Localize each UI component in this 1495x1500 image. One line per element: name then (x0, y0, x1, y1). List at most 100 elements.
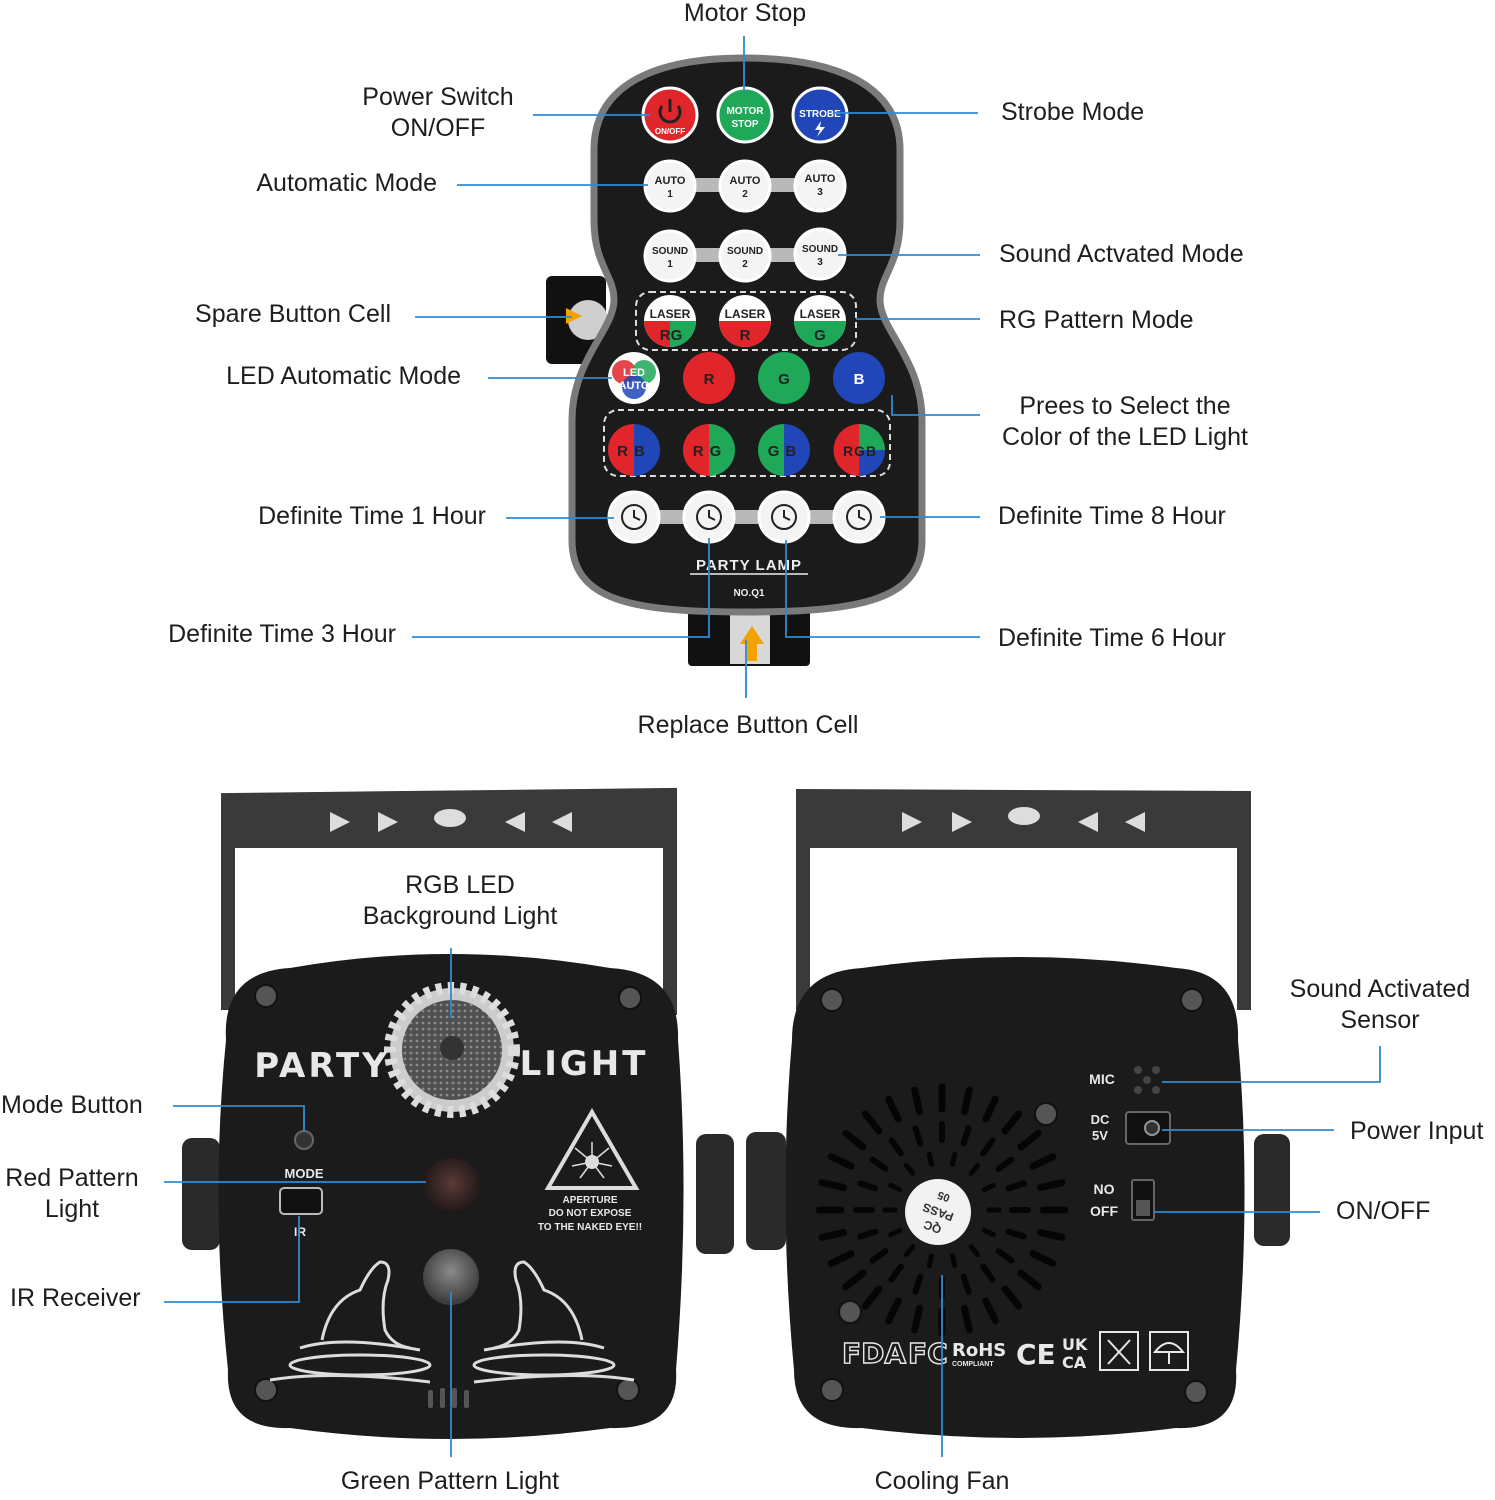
callout-time-3: Definite Time 3 Hour (120, 619, 396, 650)
color-b-button[interactable]: B (833, 352, 885, 404)
vent-slot (1040, 1183, 1061, 1188)
sound-2-num: 2 (742, 259, 748, 270)
qc-sticker: QC PASS 05 (905, 1179, 971, 1245)
strobe-button[interactable]: STROBE (793, 88, 847, 142)
timer-1h-button[interactable] (609, 492, 659, 542)
red-pattern-lens (424, 1158, 480, 1214)
callout-ir-receiver: IR Receiver (10, 1283, 141, 1314)
motor-label-1: MOTOR (726, 106, 764, 117)
mode-button[interactable] (295, 1131, 313, 1149)
side-knob[interactable] (746, 1132, 786, 1250)
led-label: LED (623, 367, 645, 379)
vent-slot (952, 1154, 954, 1164)
auto-1-label: AUTO (655, 175, 686, 187)
ir-label: IR (294, 1225, 306, 1239)
callout-time-6: Definite Time 6 Hour (998, 623, 1226, 654)
auto-1-button[interactable]: AUTO 1 (645, 161, 695, 211)
power-button[interactable]: ON/OFF (643, 88, 697, 142)
callout-red-pattern: Red PatternLight (0, 1163, 144, 1225)
strobe-label: STROBE (799, 109, 841, 120)
auto-3-button[interactable]: AUTO 3 (795, 161, 845, 211)
vent-slot (952, 1256, 954, 1266)
fda-mark: FDA (842, 1337, 906, 1370)
callout-sound-mode: Sound Actvated Mode (999, 239, 1244, 270)
sound-3-label: SOUND (802, 244, 838, 255)
laser-r-button[interactable]: LASER R (719, 295, 771, 347)
laser-sub-label: G (814, 327, 826, 344)
vent-slot (964, 1308, 969, 1329)
combo-rg-button[interactable]: RG (683, 424, 735, 476)
warning-line-2: DO NOT EXPOSE (549, 1208, 632, 1219)
uk-mark: UK (1062, 1335, 1088, 1354)
power-button-label: ON/OFF (655, 127, 685, 136)
rohs-mark: RoHS (952, 1340, 1006, 1361)
color-g-label: G (778, 371, 790, 388)
vent-slot (822, 1232, 843, 1237)
side-knob[interactable] (1254, 1134, 1290, 1246)
auto-3-num: 3 (817, 187, 823, 198)
laser-label: LASER (800, 307, 841, 321)
warning-line-1: APERTURE (562, 1195, 617, 1206)
callout-cooling-fan: Cooling Fan (842, 1466, 1042, 1497)
laser-g-button[interactable]: LASER G (794, 295, 846, 347)
combo-rgb-button[interactable]: RGB (834, 424, 885, 476)
ce-mark: CE (1016, 1338, 1056, 1371)
front-title-left: PARTY (254, 1046, 390, 1086)
combo-gb-button[interactable]: GB (758, 424, 810, 476)
callout-automatic-mode: Automatic Mode (200, 168, 437, 199)
warning-line-3: TO THE NAKED EYE!! (538, 1222, 642, 1233)
voltage-label: 5V (1092, 1128, 1108, 1143)
callout-motor-stop: Motor Stop (660, 0, 830, 29)
vent-slot (964, 1090, 969, 1111)
timer-3h-button[interactable] (684, 492, 734, 542)
callout-select-color: Prees to Select theColor of the LED Ligh… (985, 391, 1265, 453)
color-b-label: B (854, 371, 865, 388)
combo-gb-label: GB (768, 443, 803, 460)
switch-on-label: NO (1094, 1181, 1115, 1197)
vent-slot (1040, 1232, 1061, 1237)
motor-stop-button[interactable]: MOTOR STOP (718, 88, 772, 142)
led-auto-label: AUTO (619, 380, 650, 392)
callout-mode-button: Mode Button (1, 1090, 143, 1121)
sound-3-num: 3 (817, 257, 823, 268)
callout-led-auto: LED Automatic Mode (170, 361, 461, 392)
sound-2-button[interactable]: SOUND 2 (720, 231, 770, 281)
timer-6h-button[interactable] (759, 492, 809, 542)
callout-rg-pattern: RG Pattern Mode (999, 305, 1194, 336)
sound-3-button[interactable]: SOUND 3 (795, 229, 845, 279)
vent-slot (822, 1183, 843, 1188)
laser-label: LASER (650, 307, 691, 321)
vent-slot (929, 1154, 931, 1164)
dc-label: DC (1091, 1112, 1110, 1127)
color-g-button[interactable]: G (758, 352, 810, 404)
remote-control: ON/OFF MOTOR STOP STROBE AUTO 1 AUTO 2 A… (546, 58, 922, 666)
device-back: QC PASS 05 MIC DC 5V NO OFF FDA FC RoHS … (746, 796, 1290, 1438)
vent-slot (929, 1256, 931, 1266)
laser-sub-label: R (740, 327, 751, 344)
callout-spare-cell: Spare Button Cell (160, 299, 391, 330)
rohs-compliant: COMPLIANT (952, 1361, 994, 1368)
auto-1-num: 1 (667, 189, 673, 200)
laser-rg-button[interactable]: LASER RG (644, 295, 696, 347)
laser-sub-label: RG (660, 327, 683, 344)
timer-8h-button[interactable] (834, 492, 884, 542)
rgb-led-lens (390, 988, 514, 1112)
auto-2-label: AUTO (730, 175, 761, 187)
side-knob[interactable] (696, 1134, 734, 1254)
led-auto-button[interactable]: LED AUTO (608, 352, 660, 404)
callout-power-input: Power Input (1350, 1116, 1483, 1147)
combo-rb-button[interactable]: RB (608, 424, 660, 476)
side-knob[interactable] (182, 1138, 220, 1250)
color-r-button[interactable]: R (683, 352, 735, 404)
sound-1-button[interactable]: SOUND 1 (645, 231, 695, 281)
sound-1-label: SOUND (652, 246, 688, 257)
ir-receiver (280, 1188, 322, 1214)
auto-2-num: 2 (742, 189, 748, 200)
callout-power-switch: Power SwitchON/OFF (338, 82, 538, 144)
combo-rb-label: RB (617, 443, 651, 460)
combo-rg-label: RG (693, 443, 728, 460)
combo-rgb-label: RGB (843, 443, 877, 459)
auto-2-button[interactable]: AUTO 2 (720, 161, 770, 211)
